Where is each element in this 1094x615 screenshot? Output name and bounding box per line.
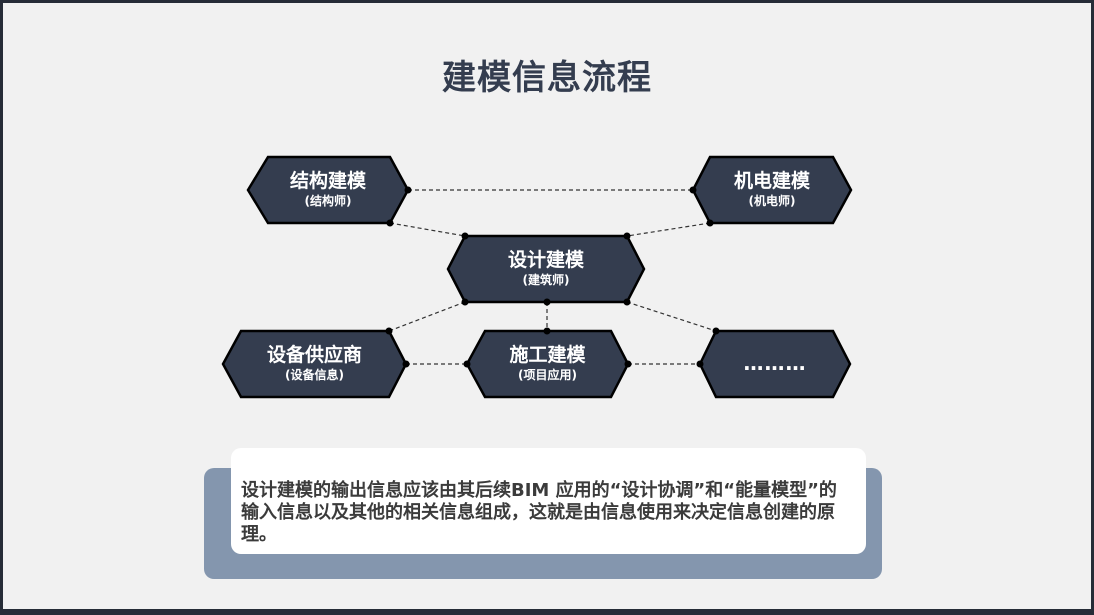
node-structural: 结构建模 (结构师) [248, 169, 408, 209]
node-structural-title: 结构建模 [289, 170, 366, 192]
node-supplier: 设备供应商 (设备信息) [223, 343, 406, 383]
connector-design-more [626, 301, 717, 332]
node-construction-subtitle: (项目应用) [518, 368, 577, 382]
note-text: 设计建模的输出信息应该由其后续BIM 应用的“设计协调”和“能量模型”的输入信息… [241, 480, 837, 545]
node-construction-title: 施工建模 [509, 344, 586, 366]
node-construction: 施工建模 (项目应用) [467, 343, 628, 383]
note-card: 设计建模的输出信息应该由其后续BIM 应用的“设计协调”和“能量模型”的输入信息… [231, 448, 866, 554]
node-design-title: 设计建模 [507, 249, 584, 271]
connector-dots [385, 186, 720, 368]
node-design-subtitle: (建筑师) [522, 273, 570, 287]
node-more-ellipsis: ……… [743, 351, 807, 375]
page-title: 建模信息流程 [442, 58, 652, 98]
connector-design-supplier [388, 301, 466, 332]
connector-lines [388, 189, 717, 365]
node-mep: 机电建模 (机电师) [693, 169, 851, 209]
node-more: ……… [700, 353, 850, 373]
node-design: 设计建模 (建筑师) [448, 248, 644, 288]
connector-mep-design [626, 222, 711, 237]
node-supplier-subtitle: (设备信息) [285, 368, 344, 382]
connector-structural-design [389, 222, 466, 237]
node-structural-subtitle: (结构师) [304, 194, 352, 208]
node-supplier-title: 设备供应商 [266, 344, 362, 366]
node-mep-subtitle: (机电师) [748, 194, 796, 208]
node-mep-title: 机电建模 [733, 170, 810, 192]
